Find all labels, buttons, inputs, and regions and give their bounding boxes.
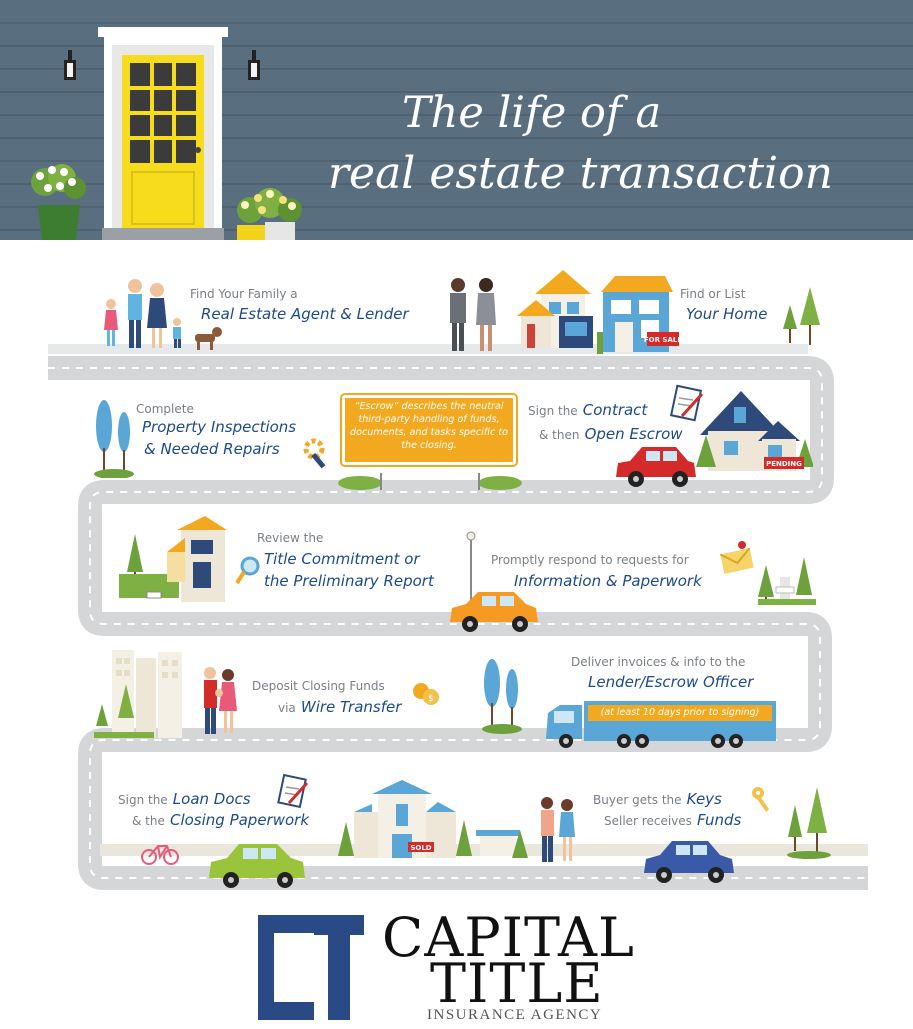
step10-line2: Seller receives Funds (604, 810, 741, 829)
step10-small2: Seller receives (604, 814, 692, 828)
step7-small2: via (278, 701, 296, 715)
step3-big-line2: & Needed Repairs (144, 440, 280, 458)
step7-line2: via Wire Transfer (278, 697, 401, 716)
house-pending-and-red-car: PENDING (616, 391, 813, 487)
bushes-icon (338, 473, 522, 490)
step10-big1: Keys (686, 790, 722, 808)
step10-small1: Buyer gets the (593, 793, 682, 807)
step6-big: Information & Paperwork (514, 572, 702, 590)
red-car (616, 447, 696, 487)
step4-line1: Sign the Contract (528, 400, 647, 419)
svg-text:PENDING: PENDING (766, 460, 802, 468)
lantern-left-icon (64, 50, 76, 80)
step7-small1: Deposit Closing Funds (252, 679, 385, 693)
contract-pen-icon (669, 384, 704, 422)
sold-sign: SOLD (408, 842, 434, 852)
step10-big2: Funds (697, 811, 742, 829)
step5-big-line1: Title Commitment or (264, 550, 420, 568)
house-with-trees-illustration (119, 516, 227, 602)
blue-car (644, 841, 734, 883)
step9-line1: Sign the Loan Docs (118, 789, 251, 808)
step1-big: Real Estate Agent & Lender (201, 305, 409, 323)
trees-icon (482, 659, 522, 734)
delivery-truck-illustration (546, 701, 776, 748)
step9-small2: & the (132, 814, 165, 828)
title-line-2: real estate transaction (328, 148, 833, 199)
step9-big2: Closing Paperwork (169, 811, 310, 829)
step1-small: Find Your Family a (190, 287, 298, 301)
step10-line1: Buyer gets the Keys (593, 789, 722, 808)
step2-small: Find or List (680, 287, 746, 301)
step4-big1: Contract (582, 401, 648, 419)
loan-docs-pen-icon (277, 773, 309, 809)
orange-car (450, 592, 538, 632)
trees-icon (787, 787, 831, 859)
step4-big2: Open Escrow (584, 425, 683, 443)
svg-text:$: $ (428, 694, 434, 704)
wrench-gear-icon (303, 438, 326, 469)
step4-small2: & then (539, 428, 580, 442)
sold-houses-illustration: SOLD (338, 780, 528, 858)
logo-text-title: TITLE (430, 952, 604, 1015)
svg-text:SOLD: SOLD (410, 844, 431, 852)
green-car (209, 844, 305, 888)
header-banner: The life of a real estate transaction (0, 0, 913, 240)
lantern-right-icon (248, 50, 260, 80)
escrow-definition-box: “Escrow” describes the neutral third-par… (342, 395, 516, 465)
couple-with-baby-illustration (204, 667, 237, 734)
escrow-text: describes the neutral third-party handli… (350, 401, 508, 451)
escrow-term: “Escrow” (354, 401, 399, 412)
coins-icon: $ (413, 683, 439, 705)
flower-pot-right-icon (237, 188, 302, 240)
step9-small1: Sign the (118, 793, 168, 807)
houses-for-sale-illustration: FOR SALE (517, 270, 680, 354)
trees-icon (94, 400, 134, 478)
agent-lender-illustration (450, 278, 496, 351)
title-line-1: The life of a (402, 88, 662, 138)
logo-text-capital: CAPITAL (382, 906, 635, 969)
step3-small: Complete (136, 402, 194, 416)
svg-text:FOR SALE: FOR SALE (644, 336, 680, 344)
step7-big: Wire Transfer (300, 698, 402, 716)
step6-small: Promptly respond to requests for (491, 553, 689, 567)
step9-big1: Loan Docs (172, 790, 251, 808)
pending-sign: PENDING (764, 457, 804, 469)
city-buildings-illustration (94, 650, 182, 738)
step9-line2: & the Closing Paperwork (132, 810, 309, 829)
for-sale-sign: FOR SALE (644, 332, 680, 346)
step2-big: Your Home (686, 305, 768, 323)
street-lamp-and-orange-car (450, 531, 538, 632)
key-icon (752, 787, 770, 812)
bicycle-icon (141, 845, 179, 865)
step8-note: (at least 10 days prior to signing) (588, 705, 772, 721)
logo-text-insurance-agency: INSURANCE AGENCY (427, 1007, 603, 1023)
step5-big-line2: the Preliminary Report (264, 572, 434, 590)
step8-big: Lender/Escrow Officer (588, 673, 754, 691)
buyer-seller-couple-illustration (541, 797, 575, 862)
front-door-illustration (31, 27, 302, 240)
step8-small: Deliver invoices & info to the (571, 655, 746, 669)
flower-pot-left-icon (31, 164, 86, 240)
trees-icon (783, 287, 820, 345)
capital-title-logo-mark (258, 915, 364, 1020)
envelope-and-fountain-icon (719, 541, 816, 605)
step4-line2: & then Open Escrow (539, 424, 683, 443)
family-illustration (104, 279, 222, 350)
magnifying-glass-icon (235, 556, 260, 585)
step3-big-line1: Property Inspections (142, 418, 297, 436)
step5-small: Review the (257, 531, 324, 545)
step4-small1: Sign the (528, 404, 578, 418)
